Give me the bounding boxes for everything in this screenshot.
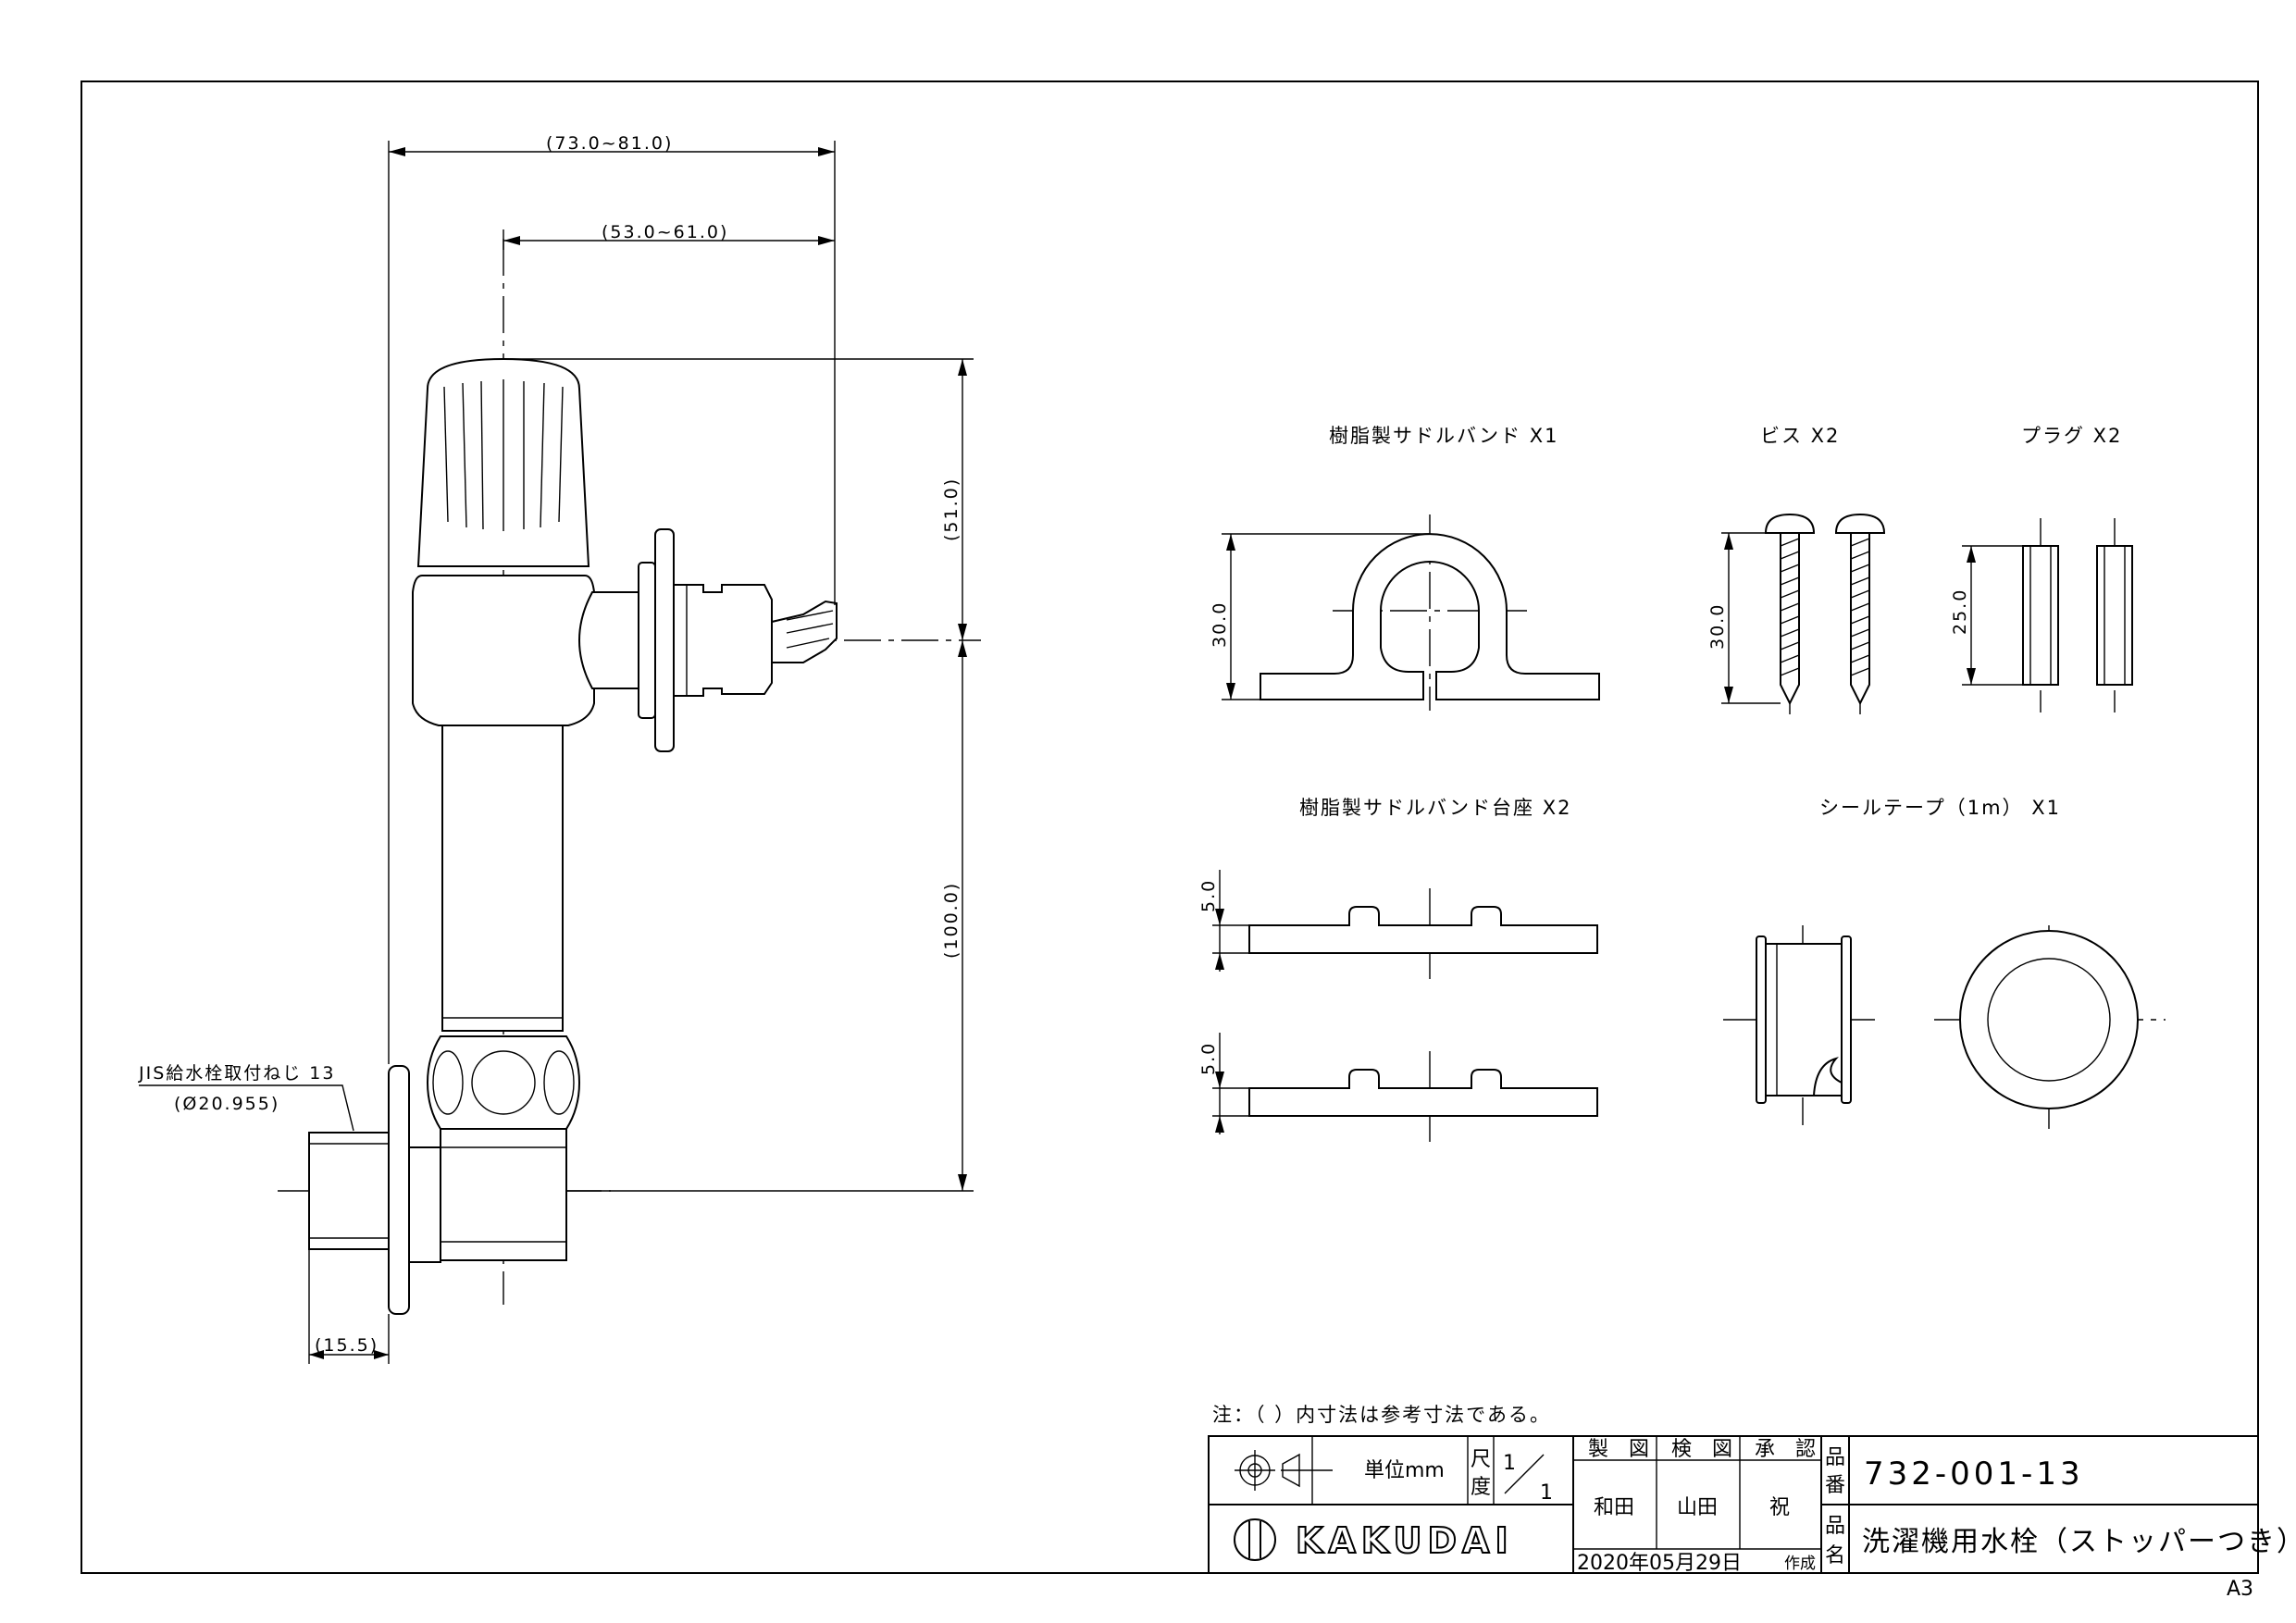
- sheet-size: A3: [2227, 1578, 2253, 1601]
- approved-label: 承 認: [1755, 1438, 1816, 1461]
- dim-upper-height: (51.0): [941, 477, 962, 541]
- part-name: 洗濯機用水栓（ストッパーつき）: [1862, 1526, 2296, 1558]
- kakudai-logo-icon: [1234, 1518, 1276, 1561]
- drawn-by: 和田: [1594, 1496, 1634, 1519]
- screws-drawing: [1721, 513, 1886, 714]
- main-dimensions: [139, 141, 974, 1364]
- saddle-base-drawing: [1212, 870, 1598, 1142]
- screw-height: 30.0: [1707, 603, 1728, 650]
- approved-by: 祝: [1769, 1496, 1790, 1519]
- plugs-drawing: [1962, 518, 2133, 712]
- unit-label: 単位mm: [1364, 1459, 1445, 1482]
- plug-height: 25.0: [1950, 588, 1970, 635]
- dim-overall-width: (73.0~81.0): [546, 133, 673, 154]
- saddle-base-thickness-1: 5.0: [1198, 879, 1219, 912]
- part-no-label-1: 品: [1825, 1446, 1845, 1469]
- seal-tape-label: シールテープ（1m） X1: [1819, 797, 2061, 819]
- dim-thread-depth: (15.5): [315, 1335, 379, 1356]
- part-name-label-1: 品: [1825, 1515, 1845, 1538]
- checked-by: 山田: [1677, 1496, 1718, 1519]
- plug-label: プラグ X2: [2021, 425, 2122, 447]
- saddle-base-thickness-2: 5.0: [1198, 1042, 1219, 1075]
- dim-lower-height: (100.0): [941, 882, 962, 959]
- saddle-base-label: 樹脂製サドルバンド台座 X2: [1299, 797, 1571, 819]
- checked-label: 検 図: [1671, 1438, 1732, 1461]
- title-block: [1208, 1435, 2259, 1574]
- company-name: KAKUDAI: [1296, 1520, 1514, 1561]
- drawing-date: 2020年05月29日: [1577, 1552, 1742, 1575]
- reference-note: 注：（ ）内寸法は参考寸法である。: [1212, 1404, 1551, 1426]
- seal-tape-drawing: [1723, 925, 2166, 1129]
- scale-label-1: 尺: [1471, 1448, 1491, 1471]
- part-name-label-2: 名: [1825, 1544, 1845, 1567]
- scale-numerator: 1: [1503, 1452, 1516, 1475]
- faucet-side-view: [278, 239, 981, 1315]
- part-number: 732-001-13: [1864, 1456, 2084, 1493]
- drawn-label: 製 図: [1588, 1438, 1649, 1461]
- scale-label-2: 度: [1471, 1476, 1491, 1499]
- saddle-band-height: 30.0: [1210, 601, 1230, 648]
- screw-label: ビス X2: [1760, 425, 1840, 447]
- saddle-band-label: 樹脂製サドルバンド X1: [1329, 425, 1558, 447]
- dim-spout-width: (53.0~61.0): [602, 222, 728, 242]
- part-no-label-2: 番: [1825, 1474, 1845, 1497]
- scale-denominator: 1: [1540, 1481, 1553, 1505]
- created-label: 作成: [1784, 1555, 1816, 1573]
- drawing-frame: [81, 81, 2259, 1574]
- thread-callout-line1: JIS給水栓取付ねじ 13: [138, 1063, 335, 1084]
- thread-callout-line2: (Ø20.955): [174, 1094, 279, 1114]
- saddle-band-drawing: [1222, 514, 1600, 711]
